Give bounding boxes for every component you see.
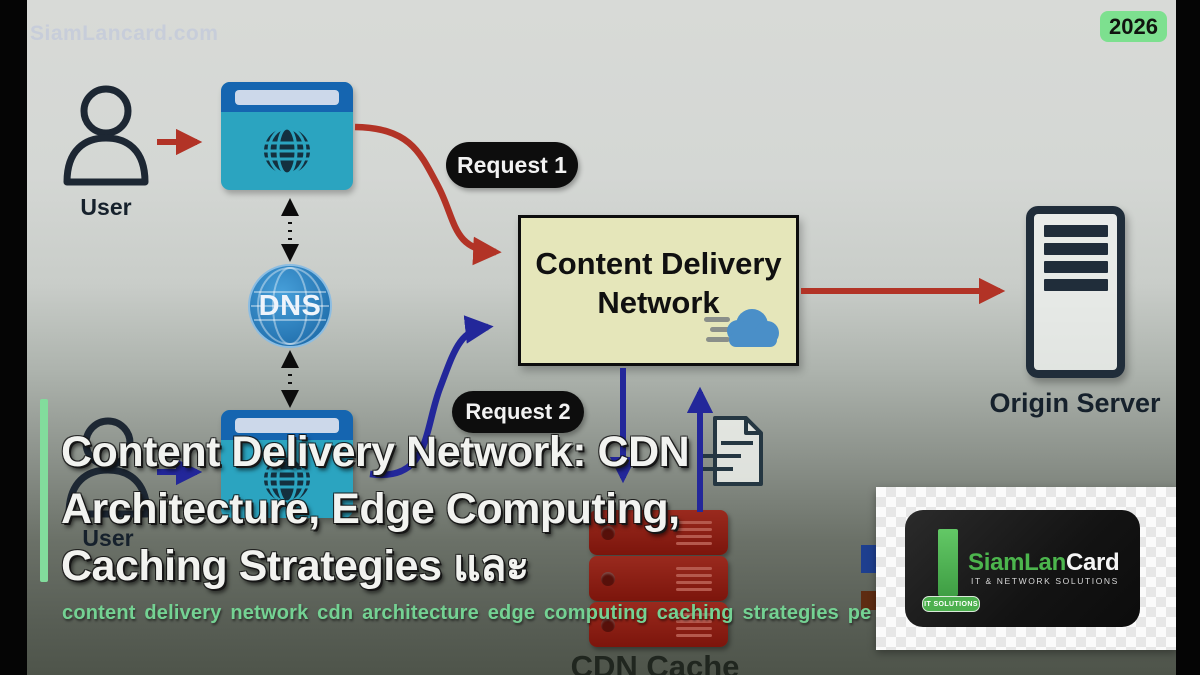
- cdn-cache-label: CDN Cache: [570, 649, 740, 675]
- left-letterbox-bar: [0, 0, 27, 675]
- occluded-shape-fragment: [861, 591, 877, 610]
- globe-icon: [264, 454, 310, 504]
- video-title: Content Delivery Network: CDN Architectu…: [61, 424, 690, 595]
- globe-icon: [264, 126, 310, 176]
- document-icon: [703, 416, 763, 486]
- logo-green-bar: [938, 529, 958, 596]
- cdn-box: Content Delivery Network: [518, 215, 799, 366]
- right-letterbox-bar: [1176, 0, 1200, 675]
- occluded-shape-fragment: [861, 545, 877, 573]
- browser-icon-2: [221, 410, 353, 518]
- logo-tagline: IT & NETWORK SOLUTIONS: [971, 576, 1119, 586]
- cache-server-icon: [589, 556, 728, 601]
- logo-card: IT SOLUTIONS SiamLanCard IT & NETWORK SO…: [905, 510, 1140, 627]
- origin-server-label: Origin Server: [989, 388, 1161, 418]
- dns-browser2-dotted-arrow: [281, 350, 299, 408]
- cache-server-icon: [589, 510, 728, 555]
- browser2-address-bar: [235, 418, 339, 433]
- browser-icon: [221, 82, 353, 190]
- user1-label: User: [80, 194, 132, 220]
- origin-server-icon: [1026, 206, 1125, 378]
- user2-label: User: [82, 525, 134, 551]
- cache-server-icon: [589, 602, 728, 647]
- cloud-icon: [704, 309, 779, 347]
- title-line2: Architecture, Edge Computing,: [61, 485, 680, 533]
- cdn-box-label-line1: Content Delivery: [535, 246, 782, 281]
- year-badge: 2026: [1100, 11, 1167, 42]
- title-line3: Caching Strategies และ: [61, 542, 529, 590]
- watermark-text: SiamLancard.com: [30, 22, 219, 45]
- user-icon: [63, 85, 149, 186]
- logo-it-solutions-badge: IT SOLUTIONS: [922, 596, 980, 612]
- browser2-titlebar: [221, 410, 353, 440]
- logo-brand-white: Card: [1065, 549, 1120, 576]
- dns-icon: DNS: [246, 262, 334, 350]
- user-icon-2: [65, 417, 151, 518]
- title-line1: Content Delivery Network: CDN: [61, 428, 690, 476]
- browser-dns-dotted-arrow: [281, 198, 299, 262]
- logo-brand-text: SiamLanCard: [968, 549, 1120, 577]
- logo-backdrop: IT SOLUTIONS SiamLanCard IT & NETWORK SO…: [876, 487, 1177, 650]
- keyword-subtitle: content delivery network cdn architectur…: [62, 602, 872, 624]
- cdn-box-label-line2: Network: [597, 285, 720, 320]
- request1-pill: Request 1: [446, 142, 578, 188]
- browser-titlebar: [221, 82, 353, 112]
- title-accent-bar: [40, 399, 48, 582]
- browser-address-bar: [235, 90, 339, 105]
- logo-brand-green: SiamLan: [968, 549, 1066, 576]
- dns-label: DNS: [258, 289, 322, 322]
